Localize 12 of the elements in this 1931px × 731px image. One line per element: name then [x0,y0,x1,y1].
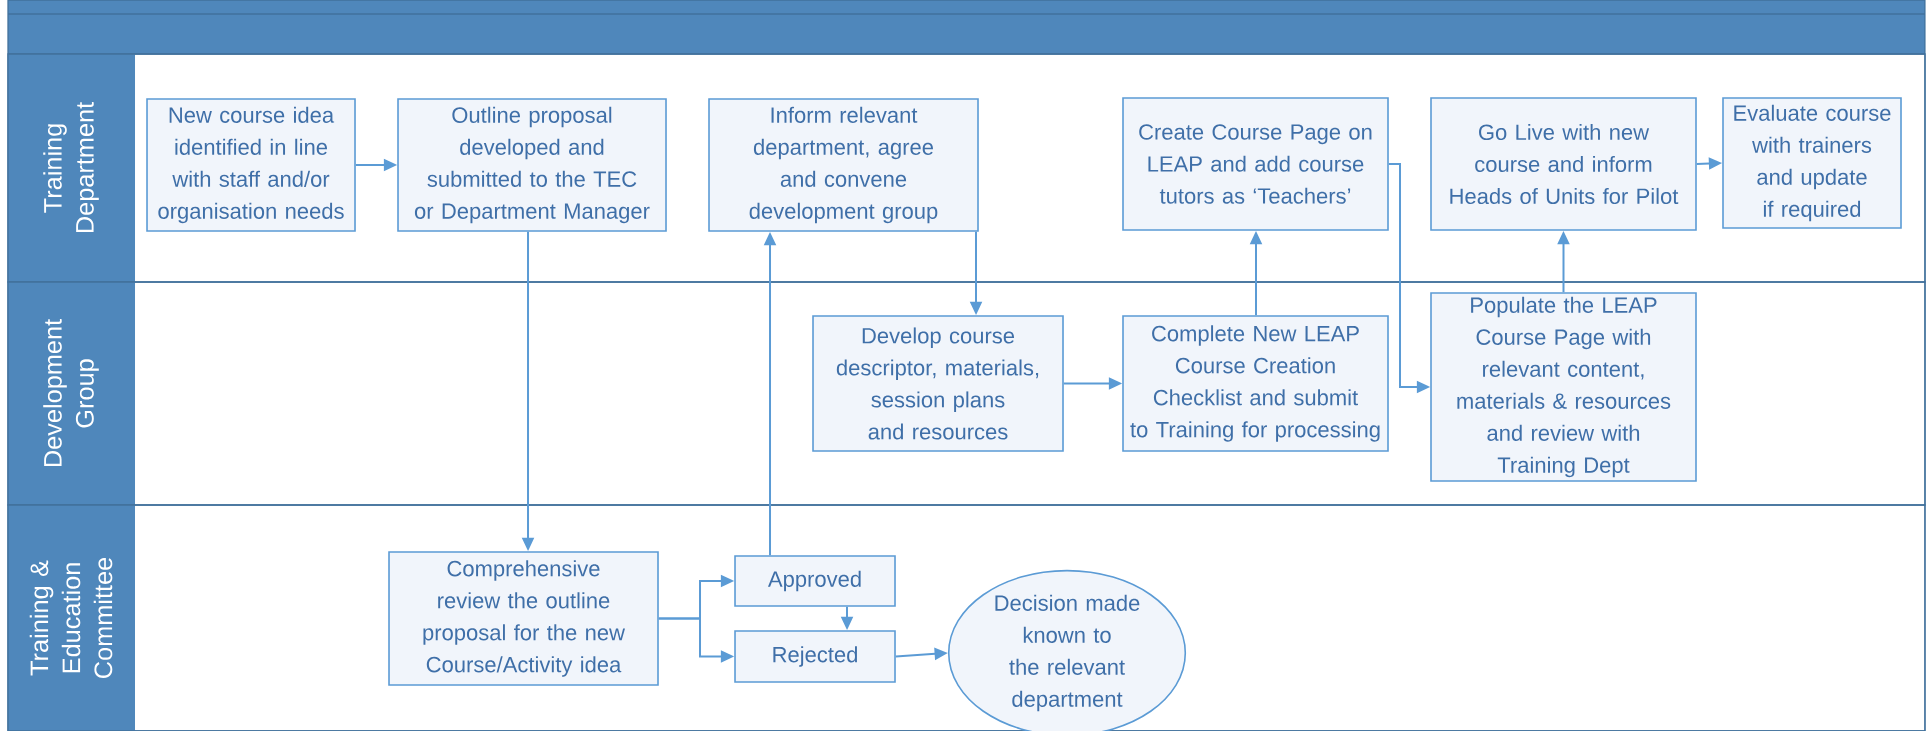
process-box: Evaluate course with trainers and update if required [1722,97,1902,229]
process-box: Outline proposal developed and submitted to the TEC or Department Manager [397,98,667,232]
process-box: Comprehensive review the outline proposal for the new Course/Activity idea [388,551,659,686]
process-box: Populate the LEAP Course Page with relevant content, materials & resources and review with Training Dept [1430,292,1697,482]
process-box: Go Live with new course and inform Heads of Units for Pilot [1430,97,1697,231]
process-box: Complete New LEAP Course Creation Checklist and submit to Training for processing [1122,315,1389,452]
decision-box: Approved [734,555,896,607]
process-box: New course idea identified in line with staff and/or organisation needs [146,98,356,232]
process-box: Inform relevant department, agree and convene development group [708,98,979,232]
process-box: Develop course descriptor, materials, session plans and resources [812,315,1064,452]
process-box: Create Course Page on LEAP and add course tutors as ‘Teachers’ [1122,97,1389,231]
decision-box: Rejected [734,630,896,683]
